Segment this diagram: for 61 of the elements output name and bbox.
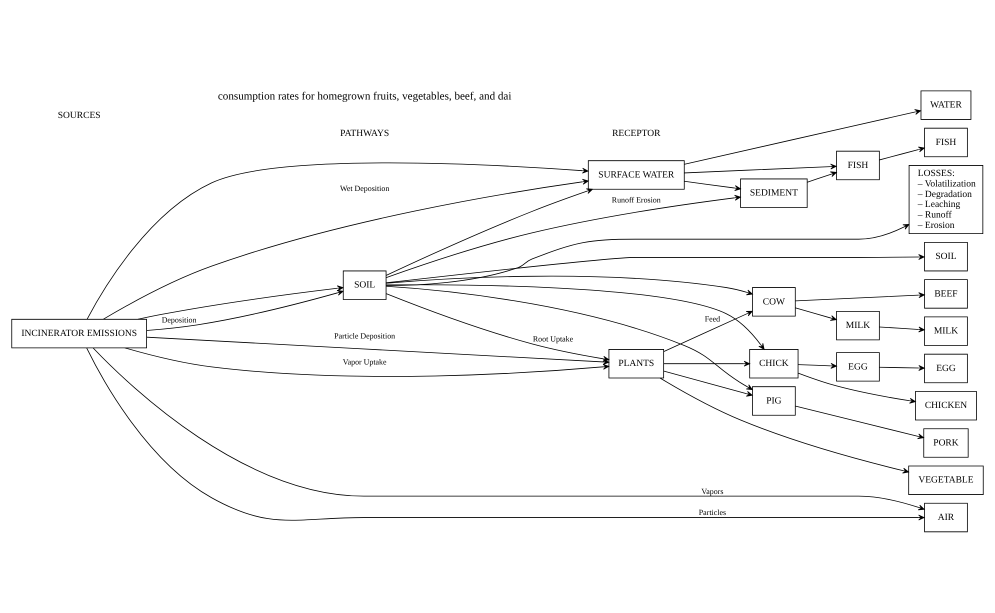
node-box: EGG [836,352,880,382]
arrow [664,310,753,352]
edge-label: Feed [704,314,720,324]
node-box: COW [752,286,796,316]
arrow [664,370,753,396]
node-box: SEDIMENT [740,178,808,208]
arrow [684,180,741,190]
edge-label: Deposition [162,314,196,324]
node-box: SOIL [924,241,968,271]
node-box: BEEF [924,278,968,308]
arrow [795,306,837,320]
node-box: PLANTS [608,348,664,378]
node-box: LOSSES: – Volatilization – Degradation – Leaching – Runoff – Erosion [908,164,984,234]
arrow [798,362,837,368]
edge-label: Root Uptake [532,334,574,343]
edge-label: Runoff Erosion [612,195,661,204]
edge-label: Particle Deposition [334,330,396,340]
arrow [879,146,925,160]
arrow [386,194,741,278]
label: SOURCES [58,110,101,120]
arrow [684,163,837,173]
node-box: SURFACE WATER [588,160,685,190]
node-box: INCINERATOR EMISSIONS [11,318,147,348]
node-box: VEGETABLE [908,465,984,494]
edge-label: Wet Deposition [340,183,390,192]
label: PATHWAYS [340,128,390,139]
arrow [795,292,925,301]
node-box: EGG [924,353,968,383]
arrow [386,292,610,362]
arrow [664,360,750,366]
node-box: SOIL [342,270,386,300]
arrow [386,285,753,390]
arrow [386,254,925,283]
label: RECEPTOR [612,128,660,139]
edge-label: Vapors [701,486,724,496]
arrow [386,188,593,276]
arrow [146,289,344,330]
label: consumption rates for homegrown fruits, vegetables, beef, and dai [218,90,512,102]
arrow [386,224,910,286]
arrow [798,372,916,404]
arrow [386,275,753,295]
arrow [684,108,922,164]
node-box: CHICK [749,348,798,378]
node-box: WATER [920,90,972,120]
arrow [879,364,925,370]
arrow [879,326,925,332]
edge-label: Vapor Uptake [342,356,387,366]
node-box: FISH [924,127,968,157]
node-box: AIR [924,502,968,532]
arrow [138,284,344,320]
node-box: MILK [924,316,968,346]
arrow [386,284,764,350]
arrow [660,377,909,473]
node-box: PIG [752,386,796,416]
edge-label: Particles [698,508,726,517]
node-box: CHICKEN [915,390,977,420]
arrow [806,170,837,182]
node-box: PORK [923,428,969,458]
node-box: FISH [836,150,880,180]
node-box: MILK [836,310,880,340]
arrow [795,405,924,439]
